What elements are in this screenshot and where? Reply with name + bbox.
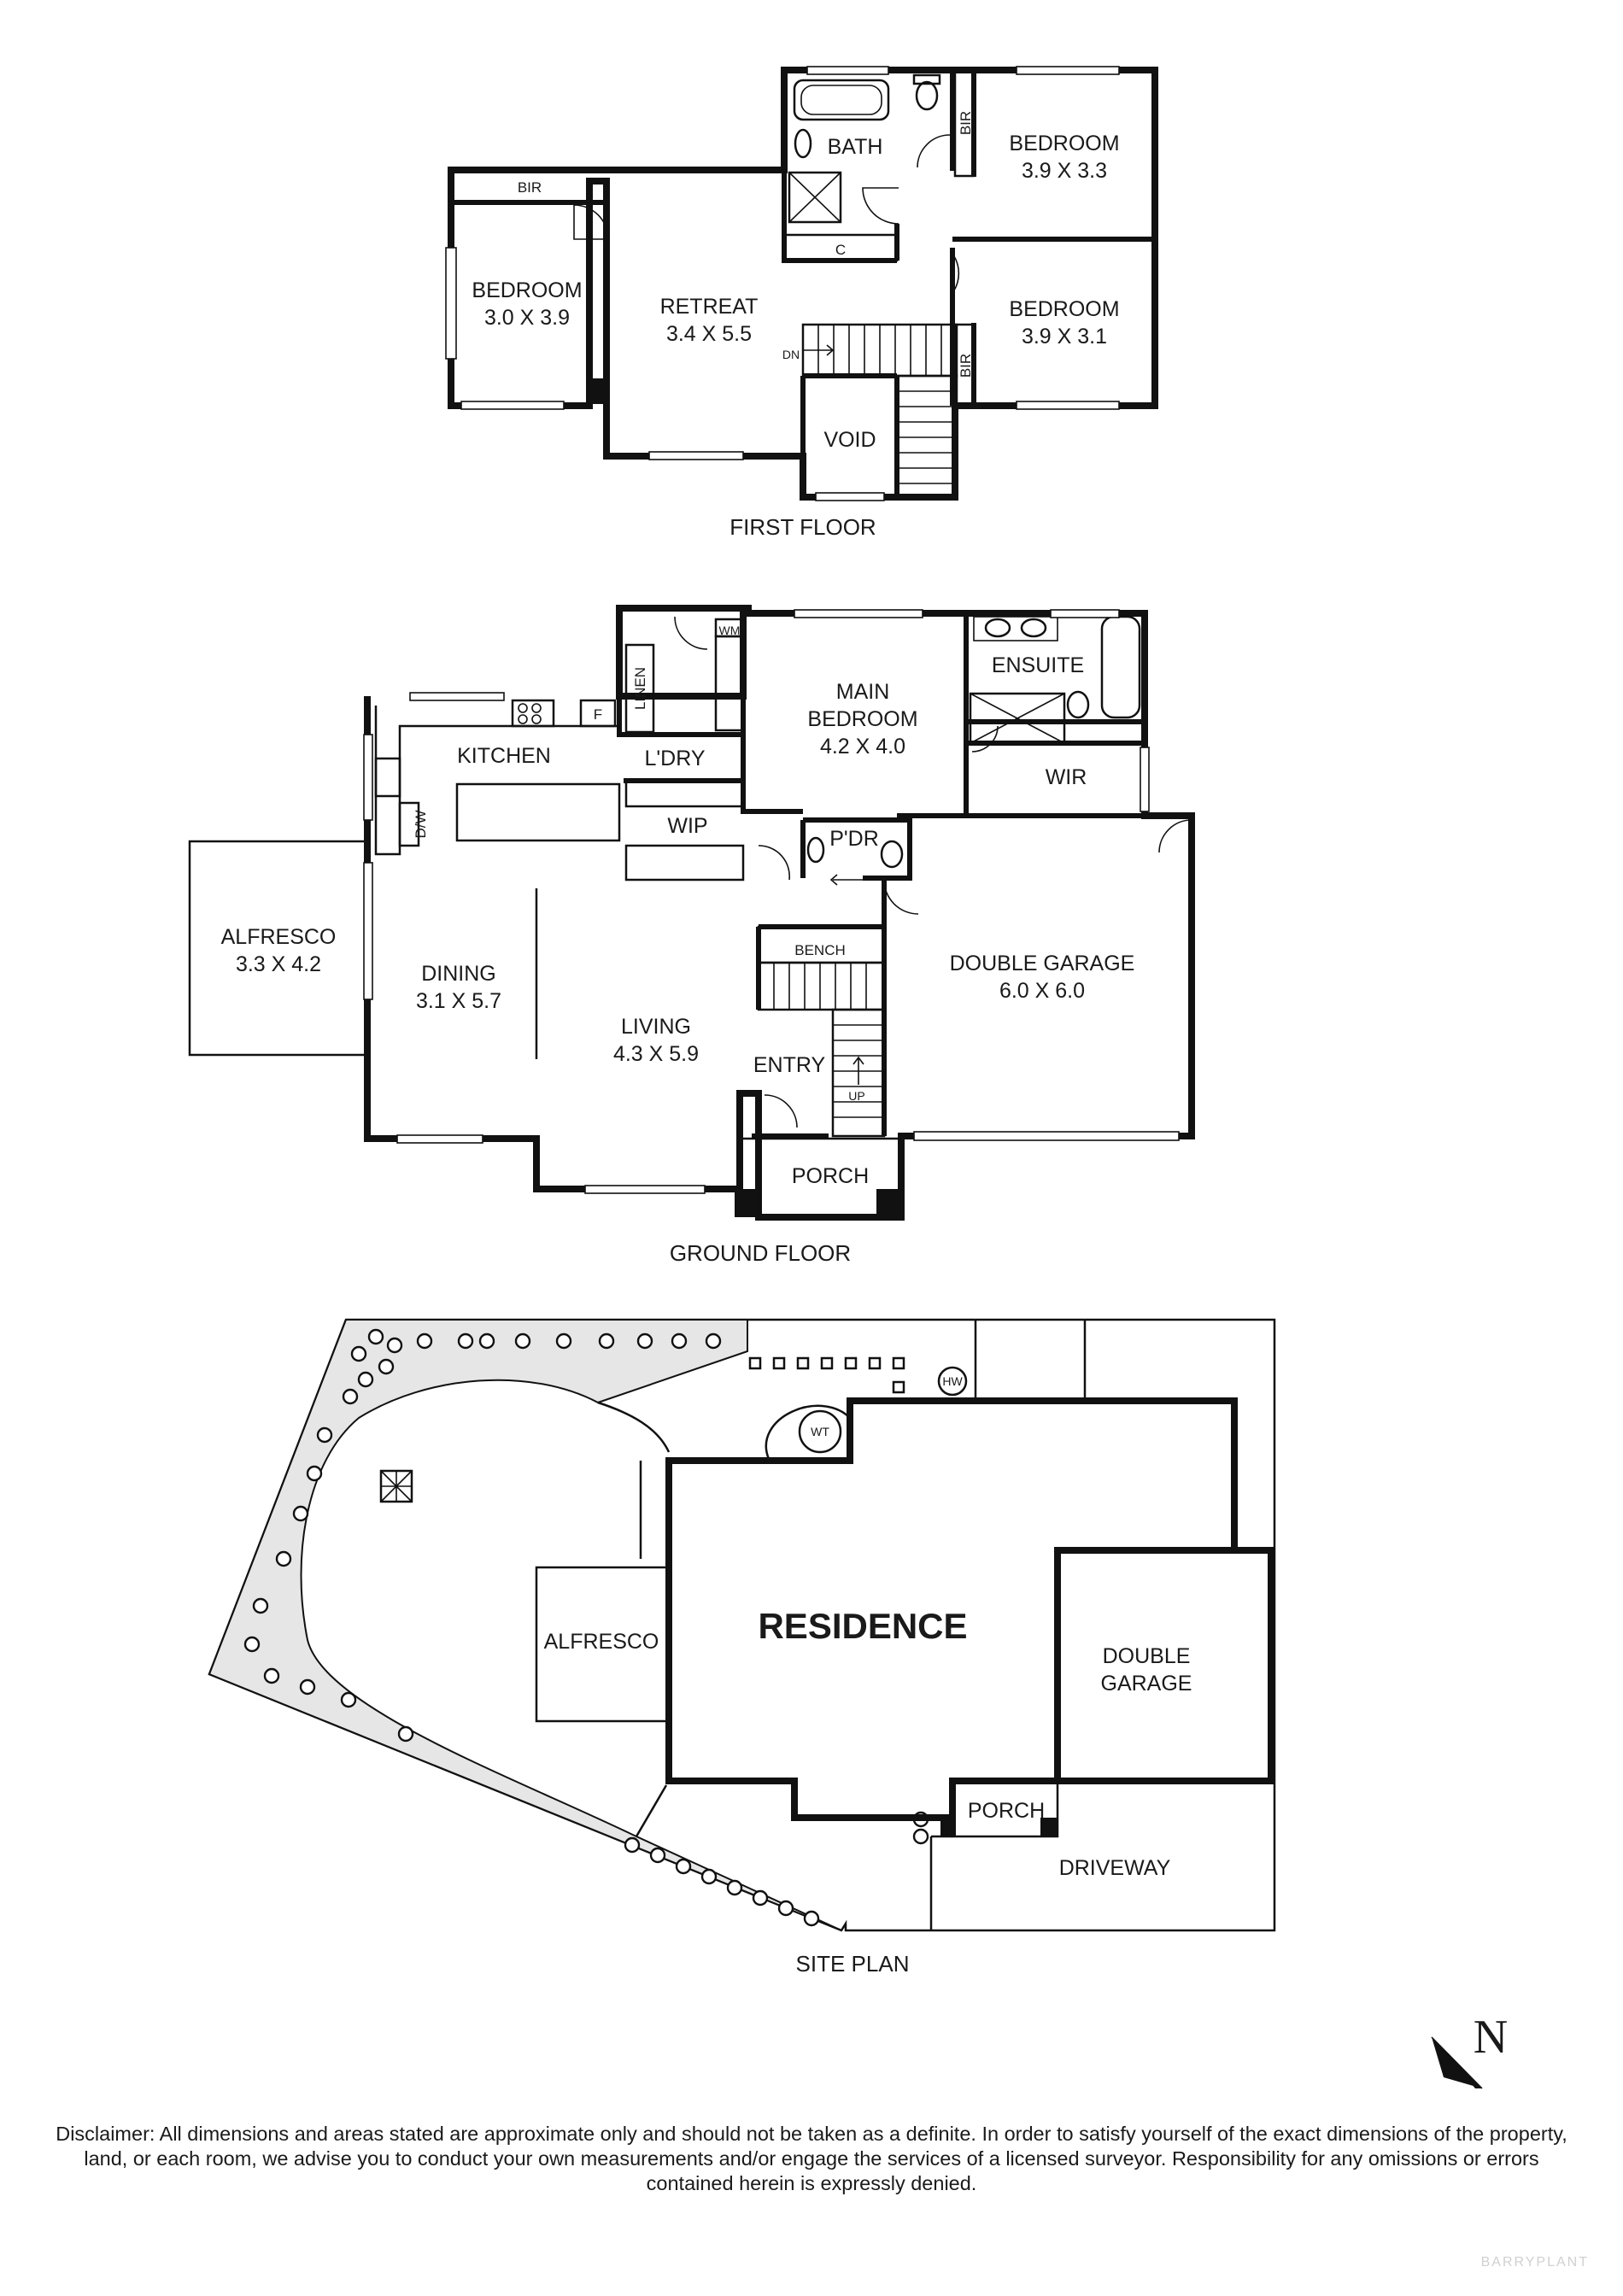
- laundry-bench: [714, 635, 745, 732]
- fence-line: [974, 1320, 1087, 1404]
- dining-size: 3.1 X 5.7: [416, 989, 501, 1013]
- first-floor-windows: [445, 66, 1120, 501]
- laundry-wm: [714, 618, 745, 638]
- site-plan: RESIDENCE ALFRESCO DOUBLE GARAGE PORCH D…: [208, 1318, 1276, 1977]
- garage-label: DOUBLE GARAGE: [950, 952, 1135, 975]
- ground-floor-caption: GROUND FLOOR: [670, 1240, 851, 1266]
- living-label: LIVING: [621, 1015, 691, 1039]
- bathtub: [793, 79, 890, 121]
- wip-shelf: [624, 779, 745, 808]
- north-label: N: [1474, 2011, 1508, 2064]
- column: [588, 378, 605, 404]
- laundry-label: L'DRY: [644, 747, 705, 770]
- kitchen-bench: [374, 706, 619, 856]
- ground-floor-windows: [363, 609, 1180, 1194]
- first-floor-doors: [573, 134, 960, 291]
- retreat-size: 3.4 X 5.5: [666, 322, 752, 346]
- site-garage-label-1: DOUBLE: [1103, 1644, 1191, 1668]
- garden-bed: [208, 1319, 842, 1931]
- clothesline-icon: [379, 1469, 413, 1503]
- vanity-basin: [794, 128, 812, 159]
- bath-label: BATH: [828, 135, 883, 159]
- wip-label: WIP: [667, 814, 707, 838]
- ground-floor-doors: [674, 616, 1192, 1128]
- bedroom-northeast-label: BEDROOM: [1009, 132, 1119, 155]
- water-tank-label: WT: [811, 1425, 829, 1438]
- wip-shelf-lower: [624, 844, 745, 882]
- fridge-label: F: [594, 706, 602, 723]
- cooktop: [511, 699, 555, 728]
- pdr-label: P'DR: [829, 827, 879, 851]
- hot-water-label: HW: [942, 1374, 963, 1388]
- bedroom-west-label: BEDROOM: [472, 278, 582, 302]
- kitchen-island: [455, 782, 621, 842]
- bir-label: BIR: [518, 179, 542, 196]
- residence-label: RESIDENCE: [758, 1606, 967, 1646]
- stair-down-label: DN: [782, 348, 800, 361]
- porch-label: PORCH: [792, 1164, 869, 1188]
- wir-label: WIR: [1046, 765, 1087, 789]
- alfresco-label: ALFRESCO: [221, 925, 337, 949]
- kitchen-label: KITCHEN: [457, 744, 551, 768]
- dining-label: DINING: [421, 962, 496, 986]
- ensuite-label: ENSUITE: [992, 653, 1084, 677]
- site-alfresco-label: ALFRESCO: [544, 1630, 659, 1654]
- wm-label: WM: [719, 624, 741, 637]
- watermark-text: BARRYPLANT: [1480, 2255, 1589, 2270]
- main-bedroom-label-1: MAIN: [836, 680, 890, 704]
- ground-floor-stairs: [757, 961, 886, 1138]
- shrub-icons: [243, 1328, 929, 1927]
- sink: [374, 757, 401, 798]
- linen-label: LINEN: [632, 667, 648, 710]
- first-floor-caption: FIRST FLOOR: [729, 514, 876, 540]
- entry-label: ENTRY: [753, 1053, 826, 1077]
- cupboard: [782, 233, 899, 262]
- cupboard-label: C: [835, 242, 846, 258]
- bedroom-northeast-size: 3.9 X 3.3: [1022, 159, 1107, 183]
- disclaimer-text: Disclaimer: All dimensions and areas sta…: [56, 2123, 1567, 2194]
- dishwasher-label: D/W: [413, 810, 429, 838]
- stair-up-label: UP: [848, 1089, 864, 1103]
- bedroom-southeast-label: BEDROOM: [1009, 297, 1119, 321]
- living-size: 4.3 X 5.9: [613, 1042, 699, 1066]
- ground-floor-plan: KITCHEN F D/W LINEN WM L'DRY WIP MAIN BE…: [188, 605, 1195, 1266]
- void-label: VOID: [823, 428, 876, 452]
- water-tank-icon: [765, 1404, 852, 1462]
- retreat-label: RETREAT: [660, 295, 759, 319]
- site-porch-label: PORCH: [968, 1799, 1045, 1823]
- main-bedroom-size: 4.2 X 4.0: [820, 735, 905, 758]
- north-arrow-icon: N: [1431, 2011, 1508, 2089]
- hot-water-icon: [937, 1366, 968, 1397]
- site-plan-caption: SITE PLAN: [796, 1951, 910, 1977]
- alfresco-size: 3.3 X 4.2: [236, 952, 321, 976]
- bir-label: BIR: [958, 111, 974, 135]
- fridge: [579, 699, 617, 728]
- bench-label: BENCH: [794, 942, 846, 958]
- first-floor-plan: BIR BEDROOM 3.0 X 3.9 RETREAT 3.4 X 5.5 …: [445, 66, 1158, 540]
- toilet: [915, 80, 939, 111]
- dishwasher: [398, 801, 420, 847]
- driveway-label: DRIVEWAY: [1059, 1856, 1171, 1880]
- site-garage: [1054, 1547, 1274, 1784]
- site-garage-label-2: GARAGE: [1101, 1672, 1192, 1696]
- shower: [788, 171, 842, 224]
- paver-squares: [748, 1356, 905, 1394]
- bedroom-west-size: 3.0 X 3.9: [484, 306, 570, 330]
- first-floor-stairs: [801, 323, 958, 499]
- ensuite-bath: [1100, 615, 1141, 719]
- bedroom-southeast-size: 3.9 X 3.1: [1022, 325, 1107, 348]
- bir-label: BIR: [958, 354, 974, 378]
- garage-size: 6.0 X 6.0: [999, 979, 1085, 1003]
- linen-cupboard: [624, 643, 655, 734]
- main-bedroom-label-2: BEDROOM: [807, 707, 917, 731]
